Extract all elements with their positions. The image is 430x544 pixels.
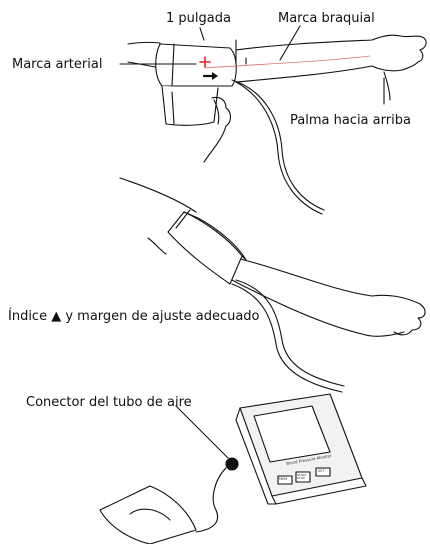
brachial-mark-label: Marca braquial	[278, 11, 375, 26]
set-button-label: SET	[318, 469, 325, 473]
panel-1-arm-with-cuff	[119, 25, 427, 215]
button-set[interactable]	[315, 467, 331, 477]
air-tube-connector-label: Conector del tubo de aire	[26, 395, 192, 410]
artery-line	[204, 55, 371, 69]
connector-leader	[175, 405, 229, 459]
arterial-mark-icon	[199, 56, 211, 68]
hand-outline-2	[393, 303, 426, 336]
button-mem[interactable]	[277, 475, 293, 485]
one-inch-label: 1 pulgada	[166, 11, 231, 26]
button-start-stop[interactable]	[295, 471, 311, 483]
cuff-panel-2	[167, 211, 243, 285]
arterial-mark-label: Marca arterial	[12, 57, 103, 72]
cuff-flap	[161, 85, 219, 126]
panel-2-arm-wrapped	[119, 177, 426, 393]
monitor-screen	[253, 405, 331, 463]
folded-cuff	[99, 485, 197, 544]
brachial-mark-leader	[279, 25, 301, 61]
air-tube-connector-icon	[225, 457, 239, 471]
start-stop-button-label: START STOP	[297, 473, 307, 480]
index-fit-label: Índice ▲ y margen de ajuste adecuado	[8, 309, 260, 324]
cuff-panel-1	[155, 43, 237, 87]
holding-hand	[203, 96, 232, 163]
mem-button-label: MEM	[279, 477, 288, 481]
index-arrow-head-icon	[212, 72, 218, 80]
panel-3-monitor-and-cuff	[99, 393, 367, 544]
hand-outline	[399, 35, 427, 71]
palm-up-label: Palma hacia arriba	[290, 113, 411, 128]
